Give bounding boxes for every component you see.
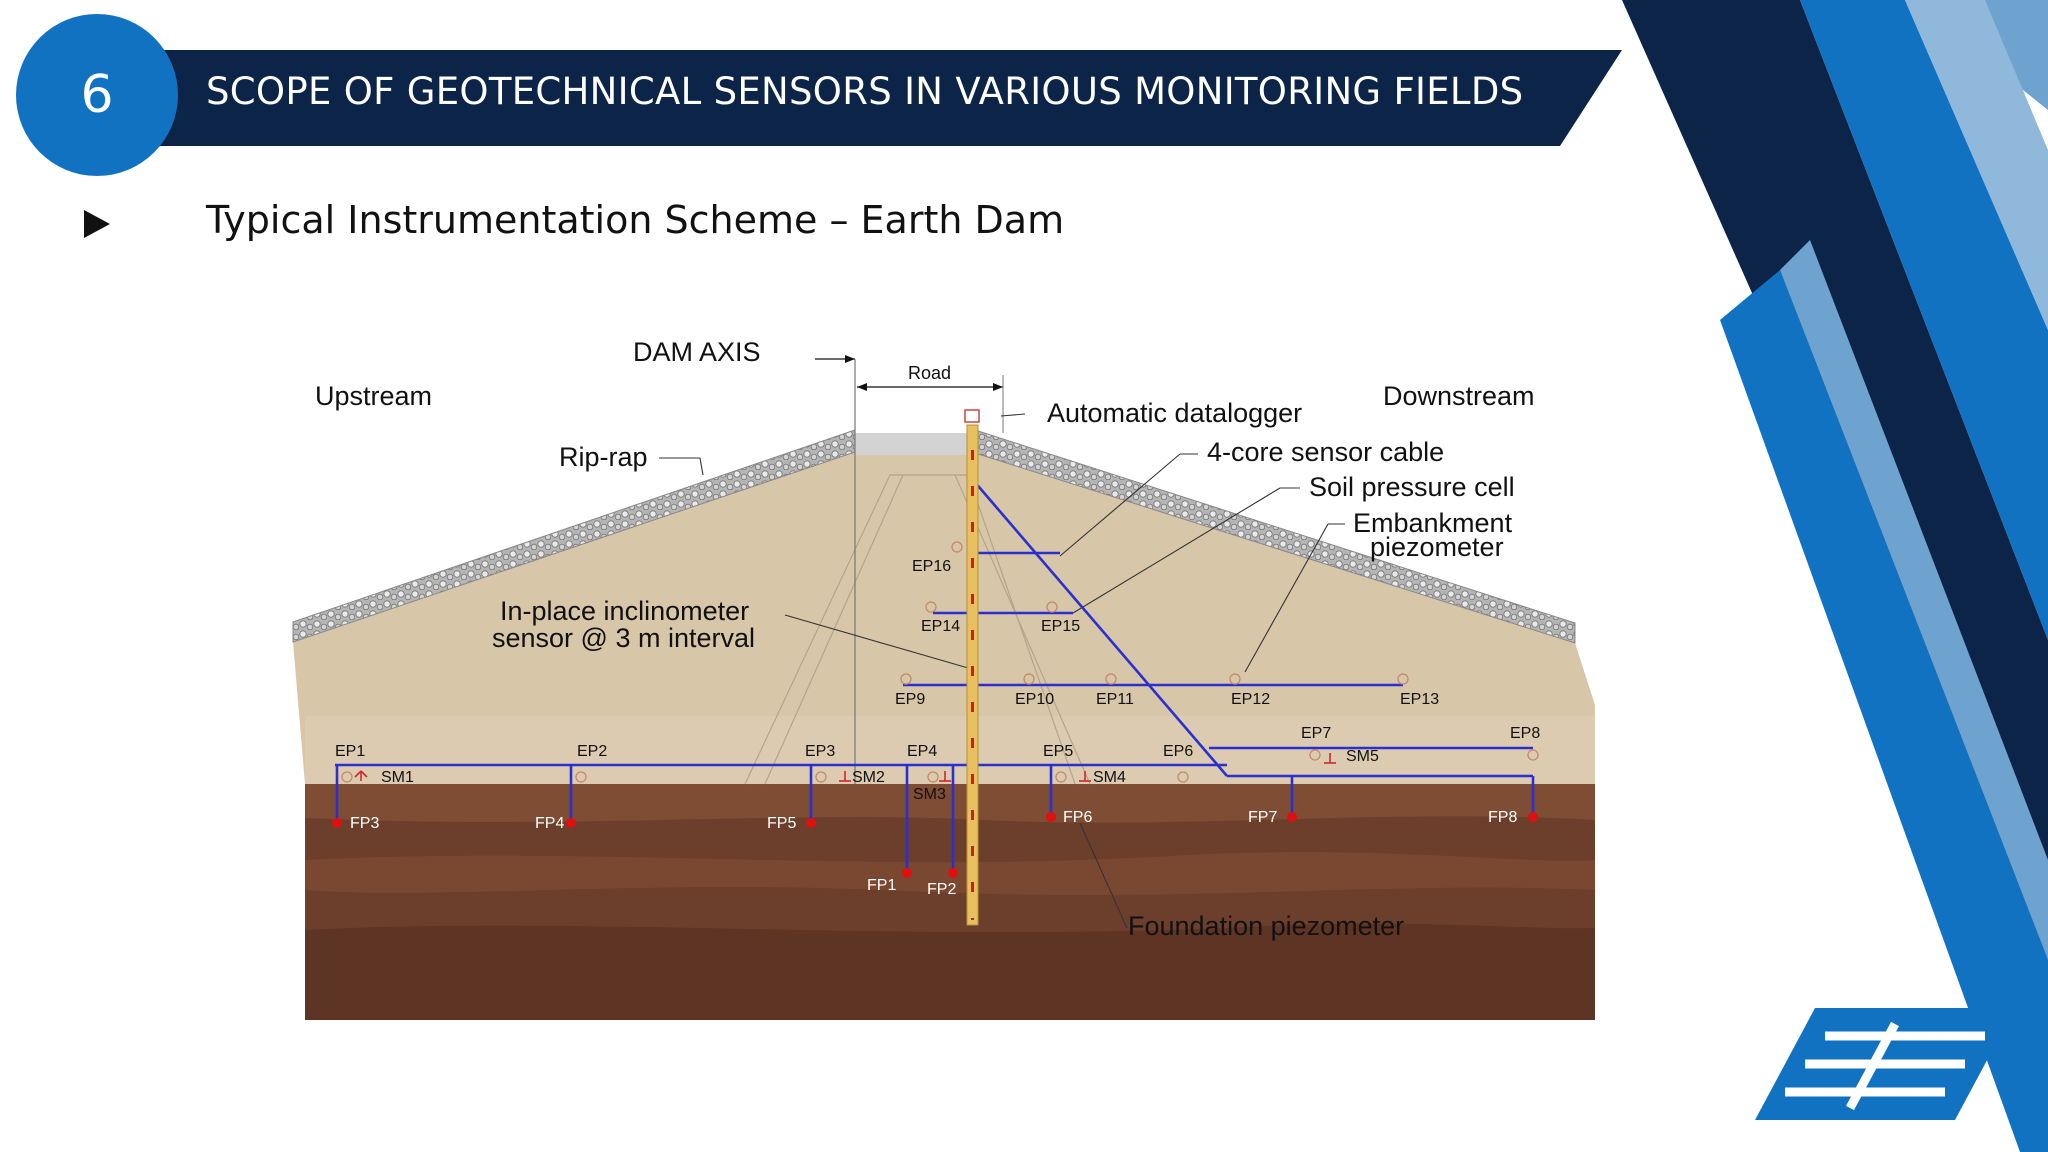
label-ep5: EP5: [1043, 743, 1073, 760]
stripe-accent-blue: [1800, 0, 2048, 640]
label-upstream: Upstream: [315, 381, 432, 411]
label-fp7: FP7: [1248, 809, 1277, 826]
label-fp8: FP8: [1488, 809, 1517, 826]
datalogger-box: [964, 409, 980, 423]
label-ep3: EP3: [805, 743, 835, 760]
leader-lines: [659, 413, 1345, 929]
label-fp3: FP3: [350, 815, 379, 832]
foundation-band-1: [305, 784, 1595, 823]
label-sensor-cable: 4-core sensor cable: [1207, 437, 1444, 467]
label-downstream: Downstream: [1383, 381, 1535, 411]
label-embankment-piezometer-2: piezometer: [1370, 532, 1504, 562]
label-soil-pressure-cell: Soil pressure cell: [1309, 472, 1515, 502]
label-inclinometer-1: In-place inclinometer: [500, 596, 749, 626]
slide-number-badge: 6: [16, 14, 178, 176]
company-logo-icon: [1755, 1008, 2015, 1120]
slide-title: SCOPE OF GEOTECHNICAL SENSORS IN VARIOUS…: [206, 70, 1524, 113]
label-sm1: SM1: [381, 769, 414, 786]
stripe-lower-pale: [1780, 240, 2048, 960]
label-sm4: SM4: [1093, 769, 1126, 786]
label-ep6: EP6: [1163, 743, 1193, 760]
label-fp2: FP2: [927, 881, 956, 898]
slide-subtitle: Typical Instrumentation Scheme – Earth D…: [206, 198, 1065, 242]
label-datalogger: Automatic datalogger: [1047, 398, 1302, 428]
embankment-body: [293, 433, 1595, 784]
soil-pressure-cells: [354, 753, 1336, 782]
label-embankment-piezometer-1: Embankment: [1353, 508, 1513, 538]
label-sm5: SM5: [1346, 748, 1379, 765]
label-dam-axis: DAM AXIS: [633, 337, 761, 367]
label-ep16: EP16: [912, 558, 951, 575]
label-ep9: EP9: [895, 691, 925, 708]
label-ep8: EP8: [1510, 725, 1540, 742]
label-inclinometer-2: sensor @ 3 m interval: [492, 623, 755, 653]
road-arrow-left: [857, 383, 867, 391]
label-ep13: EP13: [1400, 691, 1439, 708]
label-fp6: FP6: [1063, 809, 1092, 826]
label-fp5: FP5: [767, 815, 796, 832]
play-bullet-icon: [84, 210, 110, 238]
label-ep15: EP15: [1041, 618, 1080, 635]
label-ep14: EP14: [921, 618, 960, 635]
road-arrow-right: [993, 383, 1003, 391]
lower-fill-band: [305, 716, 1595, 784]
stripe-lower-blue: [1720, 270, 2048, 1152]
label-road: Road: [908, 363, 951, 383]
sensor-cables: [335, 479, 1535, 871]
title-banner: [160, 50, 1622, 146]
label-ep2: EP2: [577, 743, 607, 760]
label-ep11: EP11: [1096, 691, 1134, 708]
label-fp4: FP4: [535, 815, 564, 832]
label-ep12: EP12: [1231, 691, 1270, 708]
label-ep1: EP1: [335, 743, 365, 760]
embankment-piezometer-markers: [341, 541, 1539, 783]
label-sm2: SM2: [852, 769, 885, 786]
foundation-band-3: [305, 923, 1595, 1020]
label-foundation-piezometer: Foundation piezometer: [1128, 911, 1404, 941]
dam-axis-arrow: [845, 355, 855, 363]
label-rip-rap: Rip-rap: [559, 442, 648, 472]
label-sm3: SM3: [913, 786, 946, 803]
earth-dam-diagram: DAM AXIS Upstream Downstream Rip-rap Aut…: [292, 337, 1595, 1020]
foundation-piezometer-tips: [332, 812, 1538, 878]
label-ep7: EP7: [1301, 725, 1331, 742]
label-ep10: EP10: [1015, 691, 1054, 708]
label-ep4: EP4: [907, 743, 937, 760]
label-fp1: FP1: [867, 877, 896, 894]
stripe-pale-blue: [1905, 0, 2048, 330]
crest-road: [855, 433, 975, 455]
